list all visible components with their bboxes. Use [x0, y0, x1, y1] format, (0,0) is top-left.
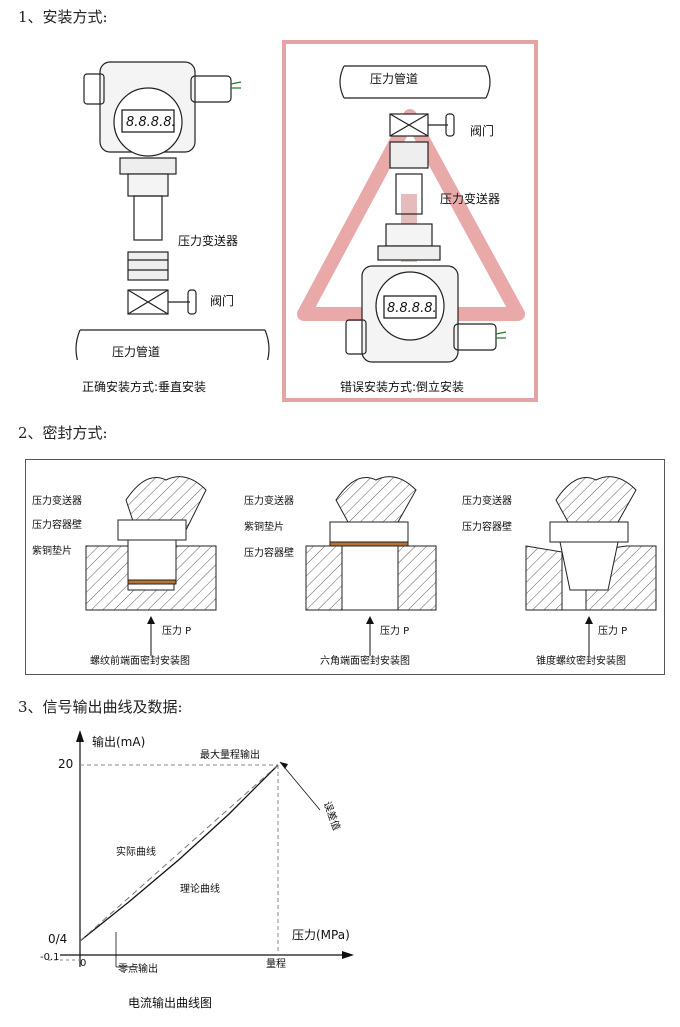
seal-drawings [85, 476, 657, 656]
y-tick-0-4: 0/4 [48, 932, 68, 946]
wrong-pipe-label: 压力管道 [370, 72, 419, 86]
seal2-label-0: 压力变送器 [244, 496, 294, 507]
y-axis-label: 输出(mA) [92, 735, 146, 749]
correct-install-drawing: 8.8.8.8. [75, 61, 270, 360]
correct-valve-label: 阀门 [210, 294, 235, 308]
seal-drawing-2 [305, 476, 437, 656]
seal2-caption: 六角端面密封安装图 [320, 656, 410, 667]
seal1-label-1: 压力容器壁 [32, 520, 82, 531]
x-tick-range: 量程 [266, 959, 286, 970]
seal1-caption: 螺纹前端面密封安装图 [90, 656, 190, 667]
section-title-signal: 3、信号输出曲线及数据: [18, 698, 183, 716]
legend-theory: 理论曲线 [180, 884, 220, 895]
seal3-pressure: 压力 P [598, 626, 628, 637]
seal-drawing-1 [85, 476, 217, 656]
chart-title: 电流输出曲线图 [128, 996, 213, 1010]
seal3-label-0: 压力变送器 [462, 496, 512, 507]
seal2-pressure: 压力 P [380, 626, 410, 637]
wrong-install-drawing: 8.8.8.8. [297, 65, 525, 363]
correct-pipe-label: 压力管道 [112, 345, 161, 359]
cable-gland-left [83, 73, 105, 105]
seal3-label-1: 压力容器壁 [462, 522, 512, 533]
correct-display: 8.8.8.8. [126, 115, 176, 130]
x-axis-label: 压力(MPa) [292, 928, 350, 942]
seal1-label-2: 紫铜垫片 [32, 546, 72, 557]
section-title-seal: 2、密封方式: [18, 424, 108, 442]
cable-gland-right [190, 75, 232, 103]
seal-drawing-3 [525, 476, 657, 656]
wrong-valve-label: 阀门 [470, 124, 495, 138]
seal1-label-0: 压力变送器 [32, 496, 82, 507]
annotation-max: 最大量程输出 [200, 750, 260, 761]
wrong-install-frame [282, 40, 538, 402]
x-tick-0: 0 [80, 958, 87, 969]
section-title-install: 1、安装方式: [18, 8, 108, 26]
wrong-transmitter-label: 压力变送器 [440, 192, 501, 206]
legend-actual: 实际曲线 [116, 847, 156, 858]
wrong-caption: 错误安装方式:倒立安装 [340, 380, 465, 394]
correct-transmitter-label: 压力变送器 [178, 234, 239, 248]
seal-frame [25, 459, 665, 675]
y-tick-neg: -0.1 [40, 952, 60, 963]
seal1-pressure: 压力 P [162, 626, 192, 637]
annotation-zero: 零点输出 [118, 964, 158, 975]
wrong-display: 8.8.8.8. [387, 301, 437, 316]
seal2-label-2: 压力容器壁 [244, 548, 294, 559]
series-actual-line [79, 764, 279, 942]
seal3-caption: 锥度螺纹密封安装图 [536, 656, 626, 667]
series-theory-line [79, 764, 279, 942]
y-tick-20: 20 [58, 757, 74, 771]
current-output-chart [48, 730, 354, 968]
correct-caption: 正确安装方式:垂直安装 [82, 380, 207, 394]
seal2-label-1: 紫铜垫片 [244, 522, 284, 533]
